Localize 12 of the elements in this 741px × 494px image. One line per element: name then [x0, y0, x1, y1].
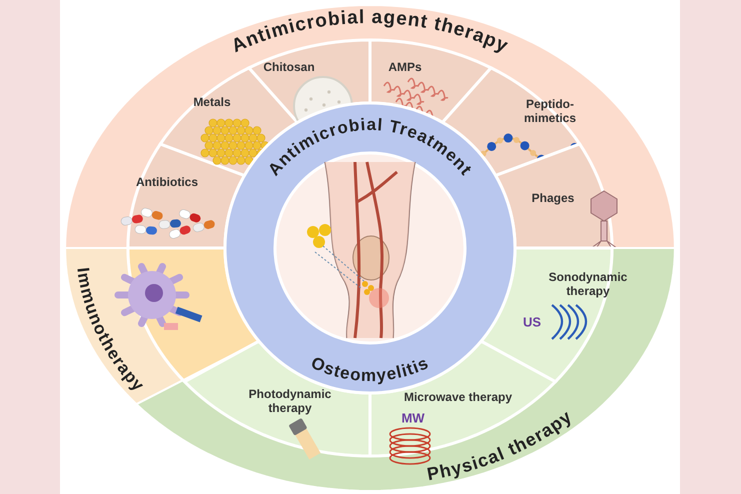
sector-label: Microwave therapy: [402, 391, 514, 405]
icon-label: MW: [401, 410, 425, 426]
sector-label: Antibiotics: [135, 176, 199, 190]
sector-label: AMPs: [387, 61, 423, 75]
sector-label: Photodynamic therapy: [248, 388, 332, 416]
sector-label: Sonodynamic therapy: [548, 271, 628, 299]
icon-label: US: [522, 314, 542, 330]
sector-label: Peptido- mimetics: [522, 98, 578, 126]
sector-label: Metals: [192, 96, 232, 110]
sector-label: Chitosan: [262, 61, 316, 75]
curved-title: Osteomyelitis: [308, 353, 432, 386]
sector-label: Phages: [530, 192, 576, 206]
